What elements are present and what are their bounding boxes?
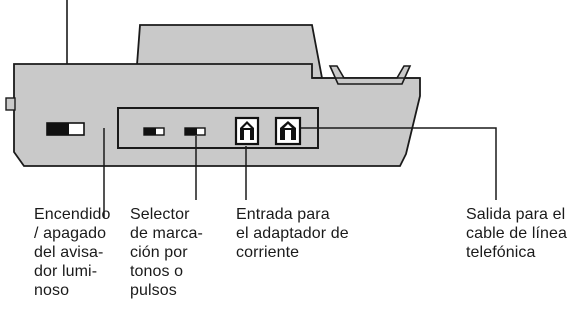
side-tab bbox=[5, 97, 16, 111]
line-output-label: Salida para el cable de línea telefónica bbox=[466, 206, 568, 261]
dial-selector-knob bbox=[185, 128, 197, 135]
power-switch-label: Encendido / apagado del avisa- dor lumi-… bbox=[34, 206, 111, 299]
phone-base bbox=[5, 0, 421, 167]
hook-switch bbox=[328, 65, 412, 85]
line-jack[interactable] bbox=[274, 116, 302, 146]
line-output-callout bbox=[301, 127, 497, 200]
callout-lines bbox=[103, 127, 497, 218]
power-switch-knob bbox=[47, 123, 69, 135]
adapter-input-label: Entrada para el adaptador de corriente bbox=[236, 206, 349, 261]
panel-switch-1-knob bbox=[144, 128, 156, 135]
adapter-jack[interactable] bbox=[234, 116, 260, 146]
dial-selector-label: Selector de marca- ción por tonos o puls… bbox=[130, 206, 203, 299]
